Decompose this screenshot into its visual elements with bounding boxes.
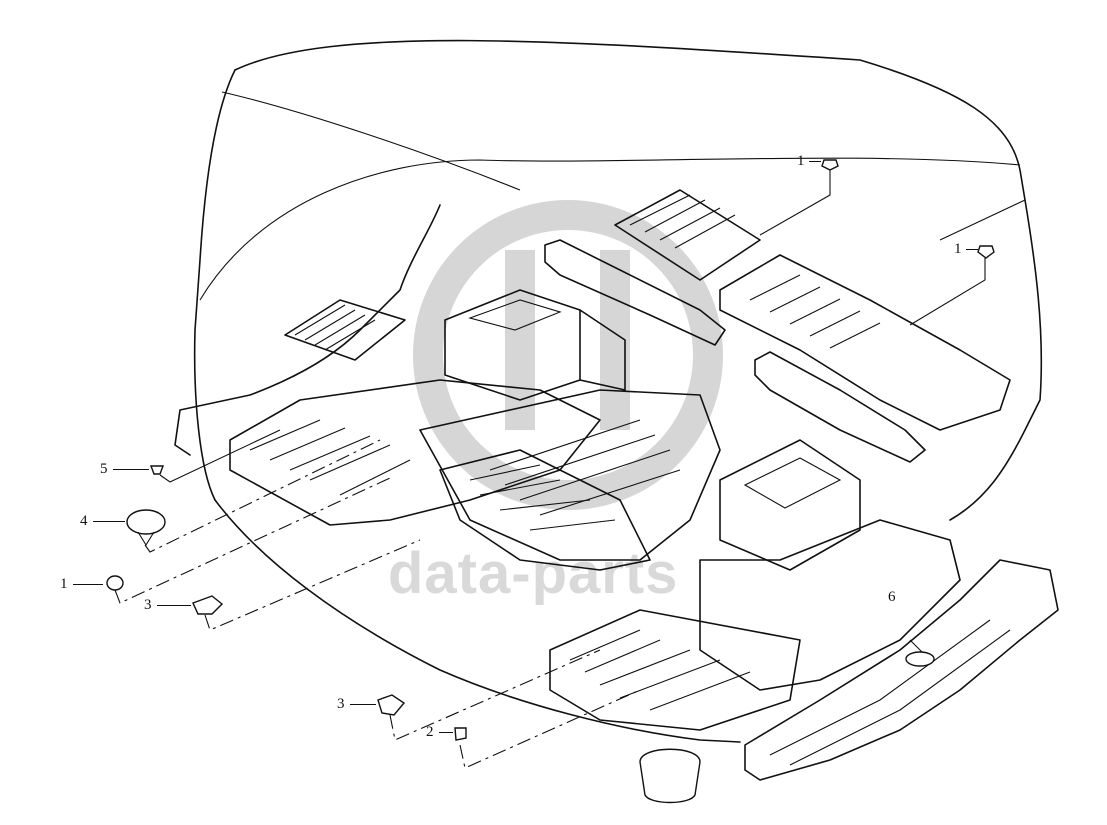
callout-1: 1 <box>60 576 68 592</box>
grommet-large <box>639 748 701 804</box>
watermark-logo <box>413 200 723 510</box>
callout-4: 4 <box>80 513 88 529</box>
callout-3: 3 <box>144 597 152 613</box>
front-right-structure <box>549 439 961 731</box>
callout-1: 1 <box>954 241 962 257</box>
rear-floor-right <box>544 189 1011 463</box>
center-floor <box>419 389 721 571</box>
grommet-1c <box>106 575 124 591</box>
callout-6: 6 <box>888 589 896 605</box>
callout-2: 2 <box>426 724 434 740</box>
callout-5: 5 <box>100 461 108 477</box>
body-outline <box>234 39 1043 521</box>
fastener-parts <box>106 159 995 804</box>
plug-6 <box>905 651 935 667</box>
plug-4 <box>126 509 166 535</box>
callout-1: 1 <box>797 153 805 169</box>
leader-lines <box>114 170 986 769</box>
clip-2 <box>454 727 467 741</box>
side-rail <box>744 559 1059 781</box>
watermark-text: data-parts <box>388 541 679 606</box>
callout-3: 3 <box>337 696 345 712</box>
grommet-1a <box>821 159 839 171</box>
rear-tunnel <box>444 289 626 401</box>
grommet-3b <box>377 694 406 716</box>
grommet-5 <box>149 465 165 475</box>
grommet-3a <box>192 595 224 615</box>
grommet-1b <box>977 245 995 259</box>
